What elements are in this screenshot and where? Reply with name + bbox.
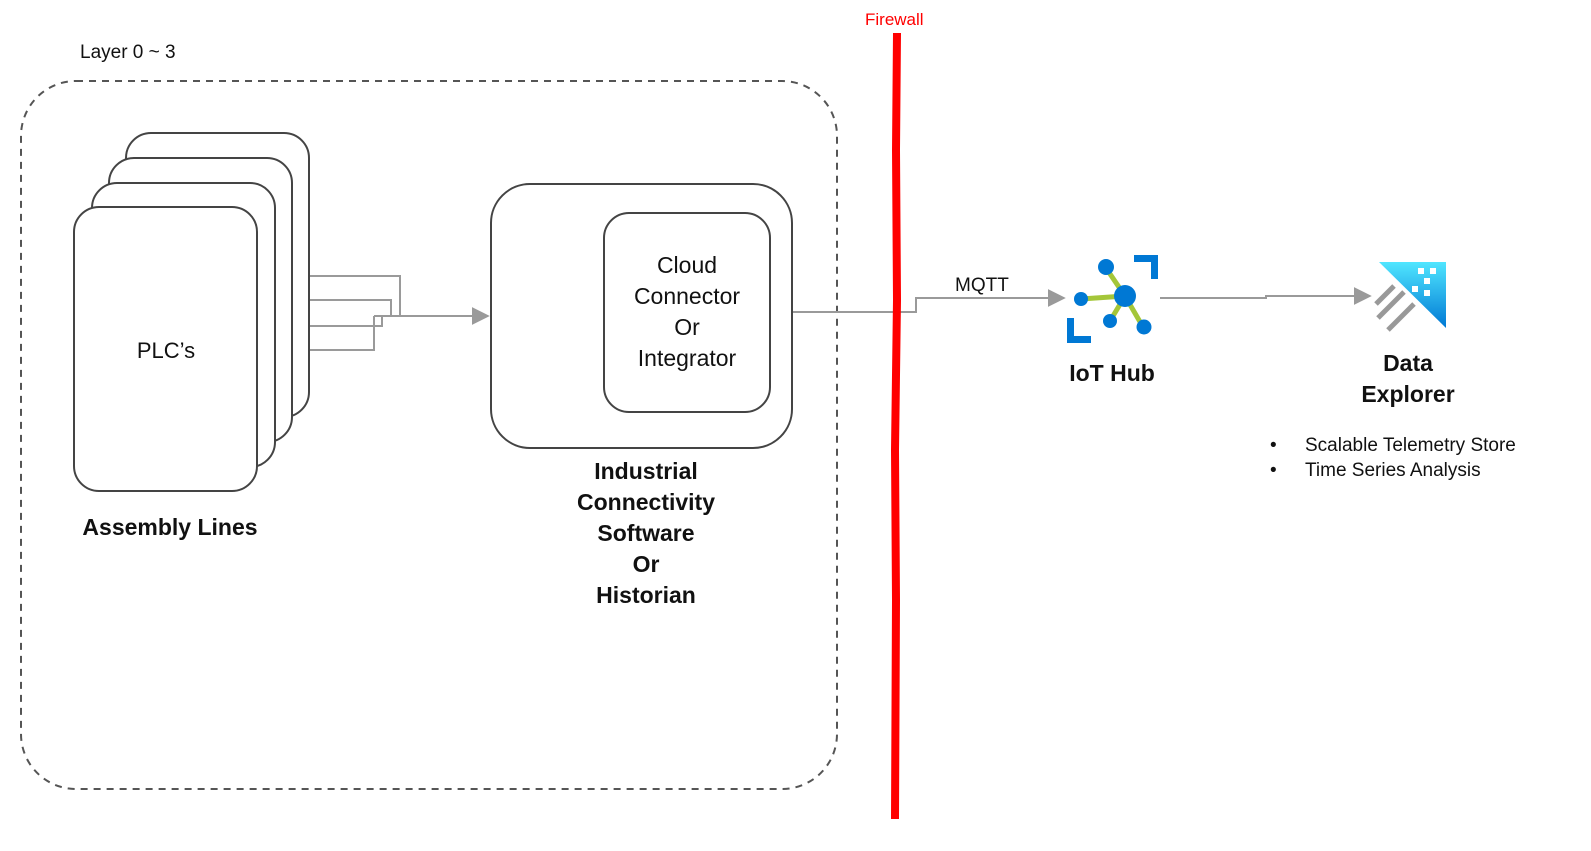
data-explorer-label: Data Explorer <box>1340 348 1476 410</box>
mqtt-connector <box>766 289 1066 313</box>
data-explorer-features: Scalable Telemetry Store Time Series Ana… <box>1268 433 1516 483</box>
plc-connectors <box>258 275 490 351</box>
cloud-connector-label: Cloud Connector Or Integrator <box>604 250 770 374</box>
layer-boundary <box>20 80 838 790</box>
feature-item: Time Series Analysis <box>1268 458 1516 483</box>
layer-label: Layer 0 ~ 3 <box>80 42 176 63</box>
cloud-connector-line: Connector <box>633 283 741 309</box>
mqtt-label: MQTT <box>955 275 1009 296</box>
iot-hub-icon <box>1067 255 1158 343</box>
data-explorer-icon <box>1374 262 1446 332</box>
feature-item: Scalable Telemetry Store <box>1268 433 1516 458</box>
assembly-lines-label: Assembly Lines <box>82 514 258 540</box>
iothub-dataexplorer-connector <box>1160 287 1372 305</box>
plc-label: PLC’s <box>136 338 196 363</box>
cloud-connector-box <box>603 212 771 413</box>
industrial-software-line: Industrial <box>594 458 698 484</box>
cloud-connector-line: Cloud <box>656 252 718 278</box>
industrial-software-line: Historian <box>596 582 696 608</box>
firewall-line <box>890 32 902 820</box>
industrial-software-label: Industrial Connectivity Software Or Hist… <box>546 456 746 611</box>
plc-card-1 <box>73 206 258 492</box>
data-explorer-line: Data <box>1383 350 1433 376</box>
data-explorer-line: Explorer <box>1361 381 1455 407</box>
cloud-connector-line: Integrator <box>637 345 737 371</box>
cloud-connector-line: Or <box>674 314 700 340</box>
industrial-software-line: Software <box>597 520 695 546</box>
firewall-label: Firewall <box>865 10 924 29</box>
industrial-software-line: Connectivity <box>576 489 716 515</box>
industrial-software-line: Or <box>632 551 660 577</box>
iot-hub-label: IoT Hub <box>1069 360 1155 386</box>
